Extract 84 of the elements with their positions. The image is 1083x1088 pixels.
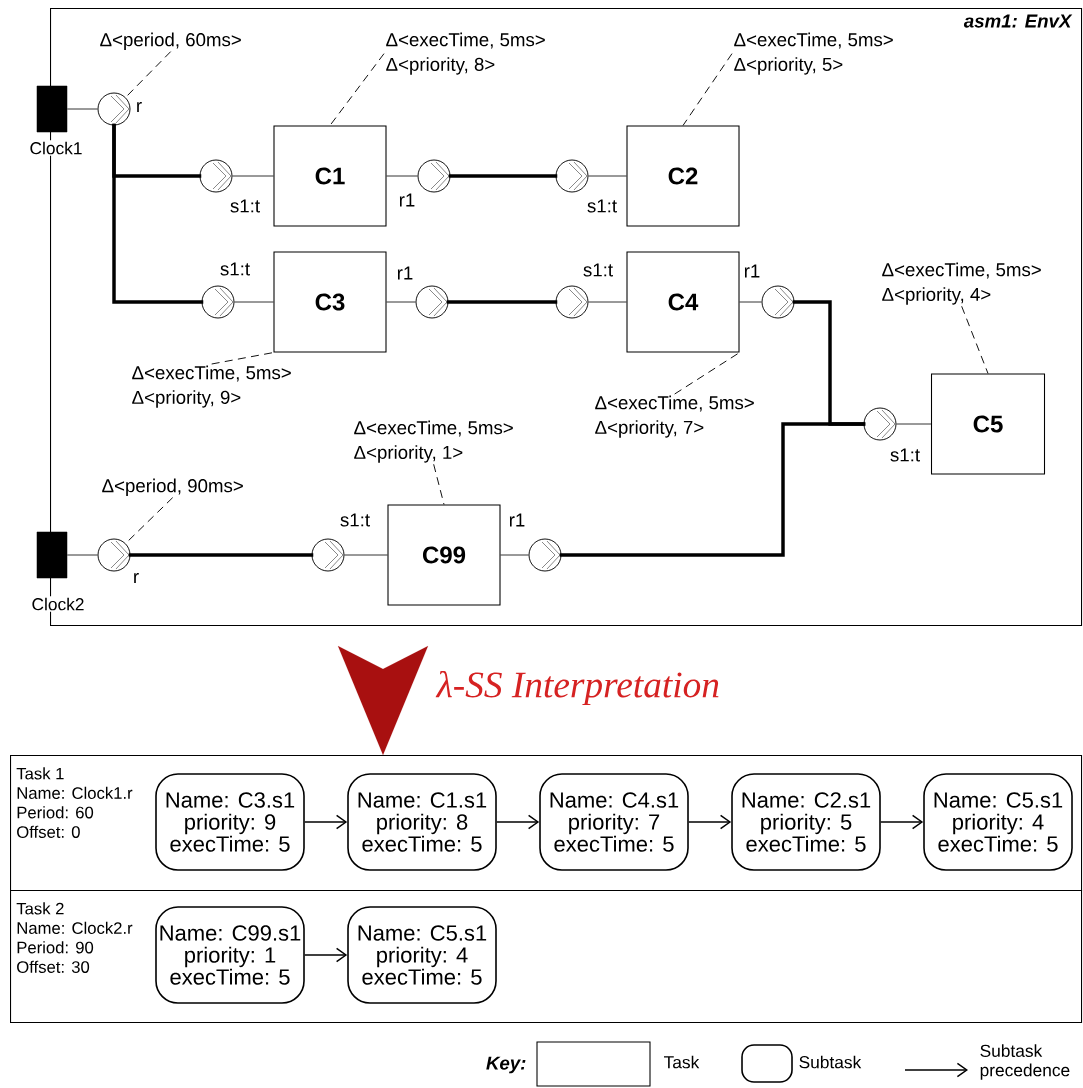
port-label: r1: [399, 193, 415, 207]
subtask-box: Name: C1.s1 priority: 8 execTime: 5: [347, 773, 497, 871]
port-label: r1: [397, 266, 413, 280]
annotation: Δ<period, 90ms>: [102, 478, 243, 496]
port-symbol: [199, 159, 233, 193]
port-label: s1:t: [340, 513, 370, 527]
subtask-box: Name: C2.s1 priority: 5 execTime: 5: [731, 773, 881, 871]
key-heading: Key:: [486, 1056, 526, 1074]
component-box: C5: [930, 373, 1046, 475]
component-box: C99: [387, 504, 501, 606]
node-label: Clock2: [32, 597, 84, 611]
leader-line: [433, 463, 445, 505]
port-symbol: [528, 538, 562, 572]
legend-item: Task: [536, 1041, 700, 1087]
connector: [66, 108, 98, 110]
arrow: [880, 814, 924, 830]
arrow: [304, 814, 348, 830]
connector: [66, 554, 98, 556]
connector: [446, 300, 558, 304]
leader-line: [961, 305, 989, 374]
annotation: Δ<execTime, 5ms> Δ<priority, 1>: [354, 420, 513, 463]
component-box: C2: [626, 125, 740, 227]
port-symbol: [311, 538, 345, 572]
subtask-box: Name: C5.s1 priority: 4 execTime: 5: [923, 773, 1073, 871]
port-symbol: [863, 407, 897, 441]
port-label: r: [134, 572, 139, 584]
connector: [344, 554, 388, 556]
interpretation-arrow: [337, 646, 429, 756]
component-box: C1: [273, 125, 387, 227]
annotation: Δ<execTime, 5ms> Δ<priority, 8>: [386, 32, 545, 75]
port-label: r1: [744, 264, 760, 278]
port-label: r: [137, 101, 142, 113]
connector: [112, 123, 204, 304]
annotation: Δ<execTime, 5ms> Δ<priority, 4>: [882, 262, 1041, 305]
subtask-box: Name: C5.s1 priority: 4 execTime: 5: [347, 906, 497, 1004]
connector: [588, 301, 627, 303]
connector: [739, 301, 762, 303]
connector: [559, 422, 866, 557]
port-symbol: [415, 285, 449, 319]
subtask-box: Name: C3.s1 priority: 9 execTime: 5: [155, 773, 305, 871]
connector: [128, 553, 314, 557]
port-label: s1:t: [587, 199, 617, 213]
connector: [588, 175, 627, 177]
connector: [234, 301, 274, 303]
leader-line: [682, 53, 733, 126]
subtask-box: Name: C99.s1 priority: 1 execTime: 5: [155, 906, 305, 1004]
subtask-box: Name: C4.s1 priority: 7 execTime: 5: [539, 773, 689, 871]
leader-line: [125, 497, 174, 544]
port-label: s1:t: [220, 262, 250, 276]
annotation: Δ<period, 60ms>: [100, 32, 241, 50]
legend-item: Subtask precedence: [904, 1044, 1070, 1080]
port-label: s1:t: [230, 199, 260, 213]
clock: Clock1: [28, 85, 84, 156]
arrow: [304, 947, 348, 963]
port-symbol: [555, 285, 589, 319]
arrow: [688, 814, 732, 830]
component-box: C4: [626, 251, 740, 353]
leader-line: [125, 51, 172, 98]
connector: [232, 175, 274, 177]
port-symbol: [417, 159, 451, 193]
legend-item: Subtask: [741, 1044, 862, 1083]
connector: [500, 554, 529, 556]
annotation: Δ<execTime, 5ms> Δ<priority, 9>: [132, 365, 291, 408]
port-symbol: [761, 285, 795, 319]
port-label: r1: [509, 513, 525, 527]
port-symbol: [555, 159, 589, 193]
node-label: Clock1: [30, 141, 82, 155]
port-symbol: [201, 285, 235, 319]
connector: [386, 301, 416, 303]
leader-line: [211, 352, 274, 365]
annotation: Δ<execTime, 5ms> Δ<priority, 5>: [734, 32, 893, 75]
connector: [448, 174, 558, 178]
component-box: C3: [273, 251, 387, 353]
clock: Clock2: [30, 531, 86, 612]
port-symbol: [97, 538, 131, 572]
interpretation-heading: λ-SS Interpretation: [435, 670, 719, 706]
annotation: Δ<execTime, 5ms> Δ<priority, 7>: [595, 395, 754, 438]
port-label: s1:t: [890, 448, 920, 462]
port-label: s1:t: [583, 263, 613, 277]
leader-line: [674, 352, 740, 395]
arrow: [496, 814, 540, 830]
connector: [896, 423, 932, 425]
port-symbol: [97, 92, 131, 126]
connector: [386, 175, 418, 177]
